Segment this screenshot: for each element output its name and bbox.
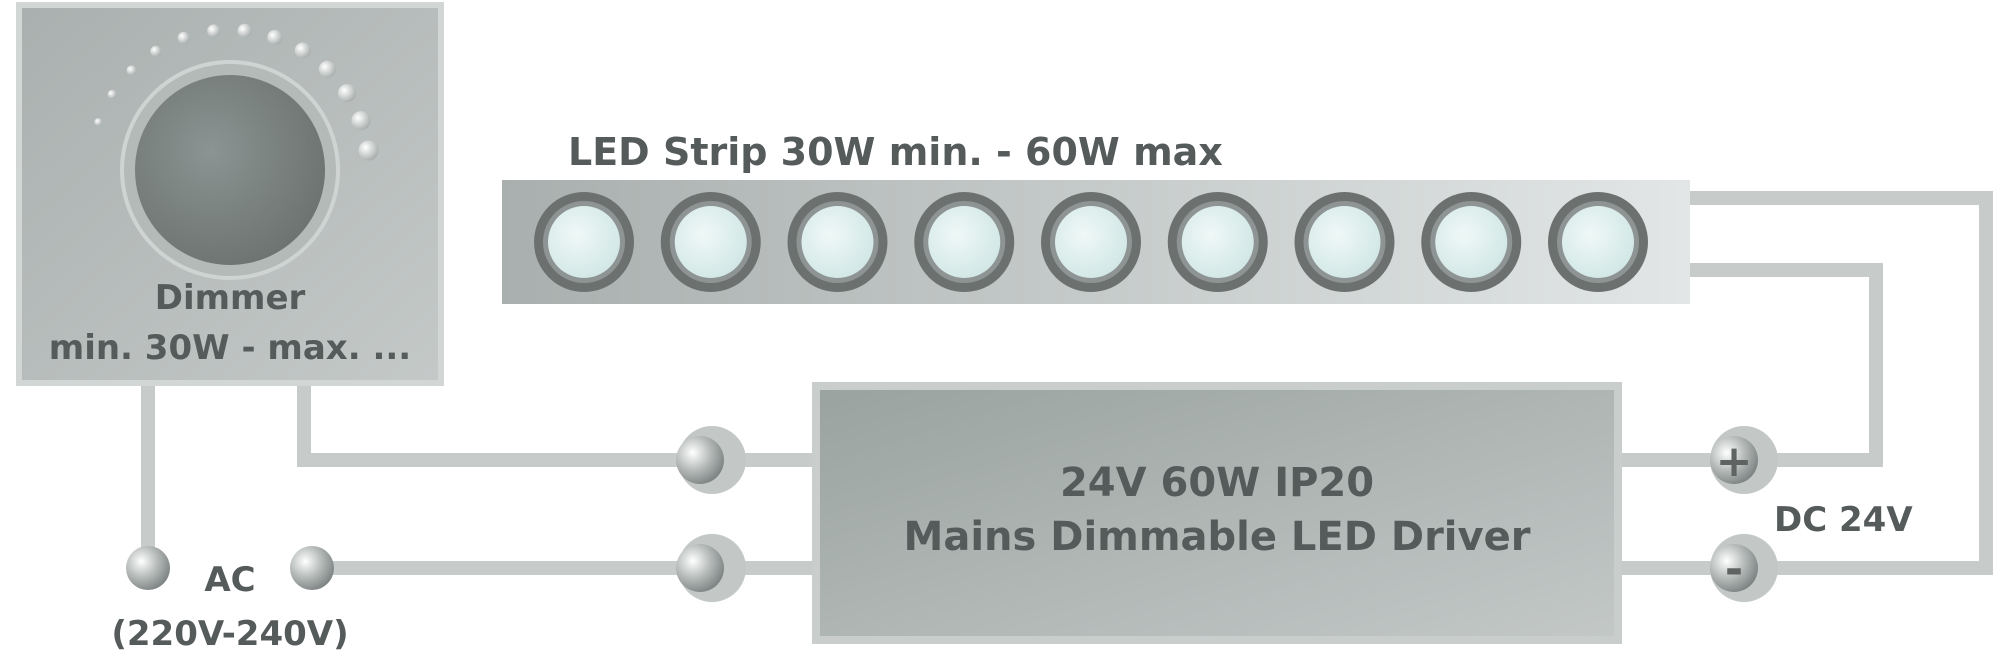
led-strip-leds [534,192,1648,292]
dimmer-level-dot [318,60,336,78]
wire-dimmer-to-driver-input [297,380,712,467]
dimmer-level-dot [177,31,190,44]
dimmer-level-dot [351,111,371,131]
driver-input-terminal-2[interactable] [676,534,746,602]
dc-plus-symbol: + [1716,436,1753,487]
dimmer-level-dot [338,84,356,103]
driver-input-terminal-1[interactable] [676,426,746,494]
dc-minus-symbol: - [1725,544,1743,595]
dc-minus-terminal[interactable] [1710,534,1778,602]
led-driver [812,382,1622,644]
dimmer-level-dot [107,89,117,99]
wires [141,191,1993,575]
dimmer-knob[interactable] [135,75,325,265]
led-strip [502,180,1690,304]
dc-plus-terminal[interactable] [1710,426,1778,494]
ac-terminal-right[interactable] [290,546,334,590]
led-7 [1294,192,1395,292]
wire-minus-to-strip [1690,191,1993,575]
led-4 [914,192,1015,292]
dimmer-rating: min. 30W - max. ... [48,328,412,368]
led-3 [787,192,888,292]
dimmer [16,2,444,386]
ac-label: AC [204,560,256,600]
led-9 [1548,192,1648,292]
led-6 [1167,192,1268,292]
dimmer-level-dot [94,118,103,127]
driver-label-line2: Mains Dimmable LED Driver [903,514,1531,560]
dimmer-level-dot [358,140,379,161]
driver-label-line1: 24V 60W IP20 [1059,460,1375,506]
dc-output-label: DC 24V [1774,500,1913,540]
dimmer-level-dots [94,23,379,161]
led-8 [1421,192,1522,292]
dimmer-level-dot [150,45,162,57]
dimmer-level-dot [267,29,283,45]
led-1 [534,192,634,292]
led-strip-label: LED Strip 30W min. - 60W max [568,130,1223,174]
dimmer-level-dot [294,42,311,59]
dimmer-level-dot [207,24,221,38]
terminals [126,426,1778,602]
wire-plus-to-strip [1690,263,1883,467]
led-2 [660,192,761,292]
led-5 [1041,192,1141,292]
ac-terminal-left[interactable] [126,546,170,590]
ac-voltage-range: (220V-240V) [111,614,349,654]
dimmer-level-dot [237,23,252,38]
dimmer-level-dot [126,65,137,76]
dimmer-title: Dimmer [154,278,306,318]
